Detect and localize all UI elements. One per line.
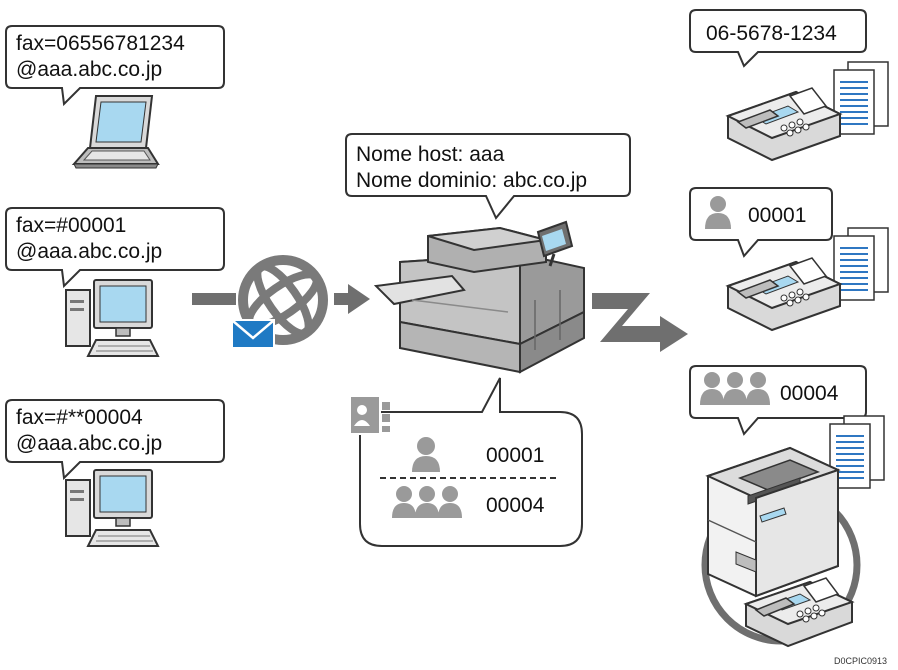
- desktop-computer-icon: [65, 469, 160, 547]
- group-icon: [392, 486, 462, 518]
- destination-fax-number: 06-5678-1234: [706, 22, 837, 45]
- sender-bubble-3: [5, 399, 225, 481]
- destination-group-group: 00004: [689, 365, 885, 648]
- machine-info-bubble: [345, 133, 631, 220]
- figure-id: D0CPIC0913: [834, 656, 887, 666]
- destination-fax-number-group: 06-5678-1234: [689, 9, 889, 162]
- destination-single-group: 00001: [689, 187, 889, 332]
- person-icon: [705, 196, 731, 229]
- fax-machine-icon: [725, 227, 889, 332]
- destination-group: 00004: [780, 382, 839, 405]
- network-flow: [192, 255, 370, 349]
- arrow-right-to-machine: [334, 284, 370, 314]
- sender-laptop-group: fax=06556781234 @aaa.abc.co.jp: [5, 25, 225, 169]
- sender-3-line1: fax=#**00004: [16, 406, 143, 429]
- destination-single: 00001: [748, 204, 806, 227]
- sender-2-line1: fax=#00001: [16, 214, 126, 237]
- fax-transmission-arrow: [592, 293, 688, 352]
- sender-1-line2: @aaa.abc.co.jp: [16, 58, 162, 81]
- sender-bubble-1: [5, 25, 225, 107]
- laptop-icon: [71, 95, 160, 169]
- printer-icon: [705, 446, 841, 598]
- sender-desktop-group-1: fax=#00001 @aaa.abc.co.jp: [5, 207, 225, 357]
- sender-bubble-2: [5, 207, 225, 289]
- person-icon: [412, 437, 440, 472]
- address-book-bubble: [359, 377, 583, 547]
- machine-domain: Nome dominio: abc.co.jp: [356, 169, 587, 192]
- fax-machine-icon: [743, 577, 855, 648]
- fax-machine-icon: [725, 61, 889, 162]
- group-icon: [700, 372, 770, 405]
- machine-group: Nome host: aaa Nome dominio: abc.co.jp: [345, 133, 631, 547]
- desktop-computer-icon: [65, 279, 160, 357]
- sender-2-line2: @aaa.abc.co.jp: [16, 240, 162, 263]
- address-book-group: 00004: [486, 494, 545, 517]
- mail-icon: [231, 319, 275, 349]
- arrow-line-left: [192, 293, 236, 305]
- address-book-single: 00001: [486, 444, 544, 467]
- multifunction-printer-icon: [373, 220, 585, 374]
- sender-3-line2: @aaa.abc.co.jp: [16, 432, 162, 455]
- address-book-icon: [349, 395, 390, 435]
- sender-1-line1: fax=06556781234: [16, 32, 185, 55]
- sender-desktop-group-2: fax=#**00004 @aaa.abc.co.jp: [5, 399, 225, 547]
- machine-host: Nome host: aaa: [356, 143, 505, 166]
- destination-bubble-1: [689, 9, 867, 68]
